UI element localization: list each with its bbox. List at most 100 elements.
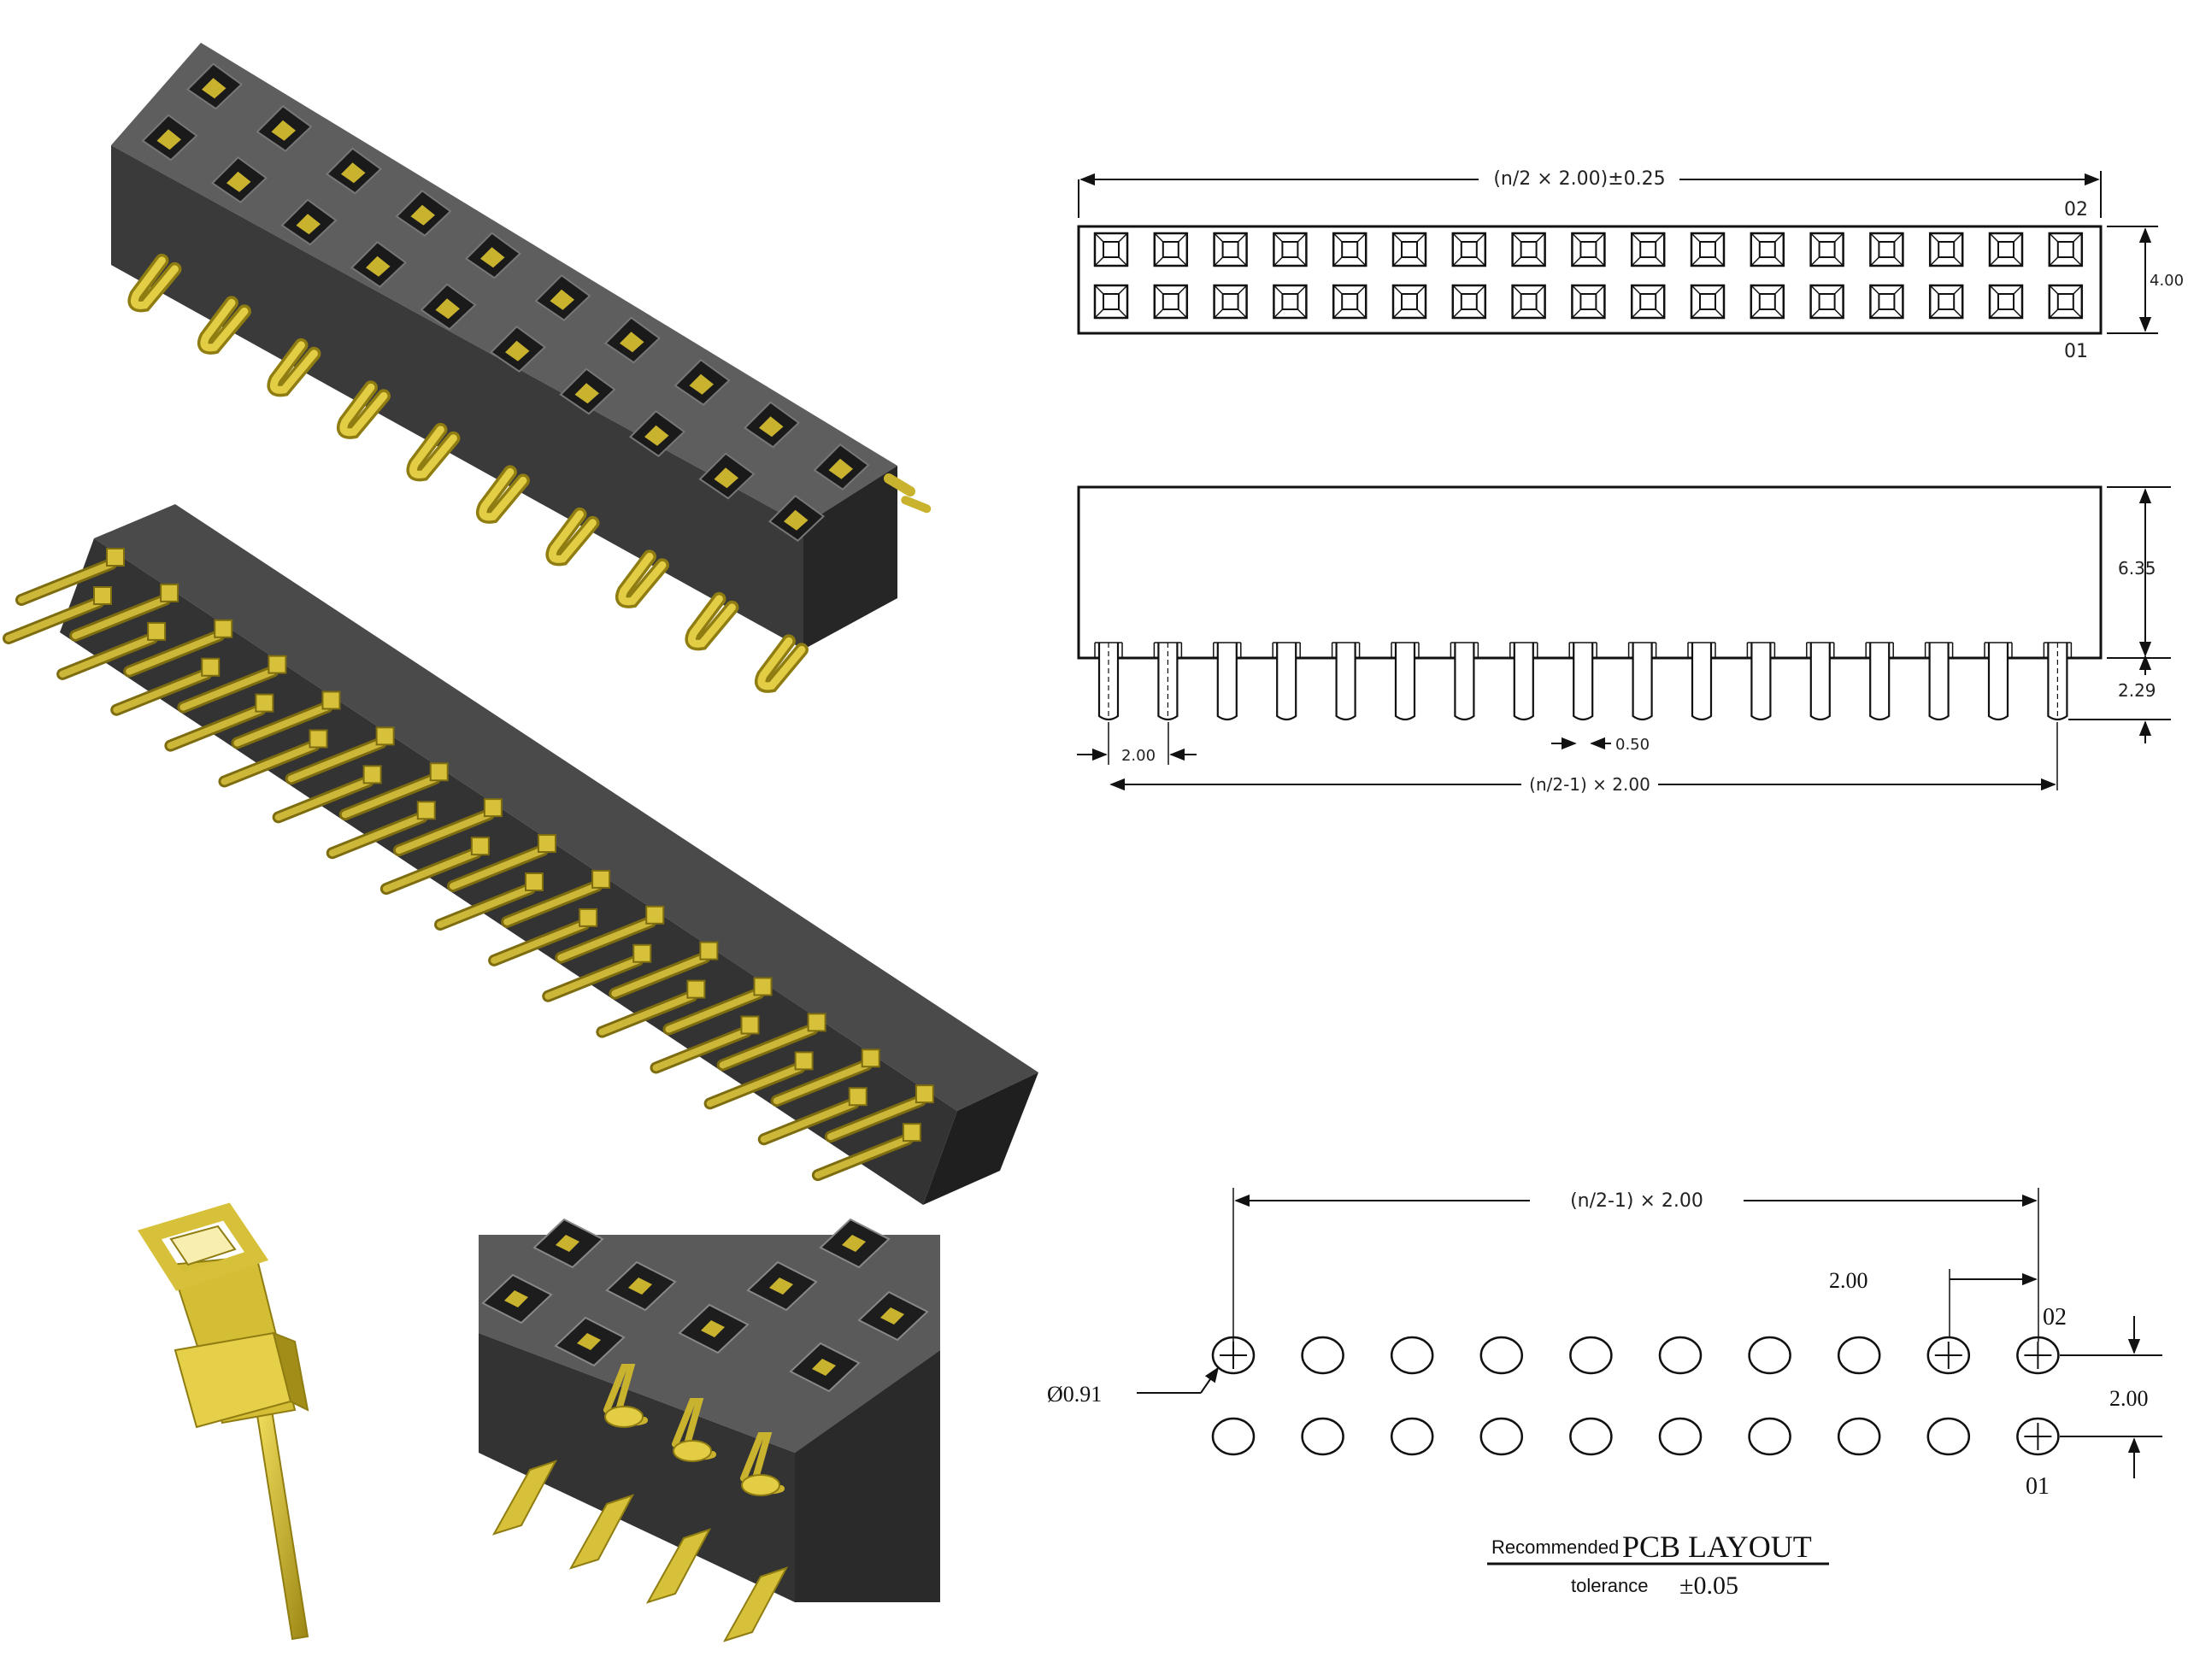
smt-pin-back	[901, 496, 932, 514]
pcb-hole	[1837, 1336, 1881, 1375]
side-view-pins	[1094, 642, 2073, 721]
pcb-hole	[1926, 1336, 1971, 1375]
housing-top-face	[111, 43, 897, 526]
socket-square	[1093, 284, 1129, 320]
side-pin	[1627, 642, 1657, 721]
socket-square	[1571, 284, 1606, 320]
side-pin	[1331, 642, 1361, 721]
pcb-hole	[1390, 1417, 1434, 1456]
ra-pin	[716, 1013, 826, 1072]
pcb-title-small: Recommended	[1491, 1536, 1619, 1558]
socket-opening	[210, 156, 268, 204]
closeup-socket	[789, 1342, 861, 1393]
ra-pin	[123, 619, 233, 678]
socket-square	[1571, 232, 1606, 267]
pcb-hole	[1479, 1417, 1524, 1456]
pcb-hole	[1569, 1336, 1613, 1375]
pcb-title-big: PCB LAYOUT	[1622, 1530, 1812, 1564]
pcb-hole	[1748, 1336, 1791, 1375]
pcb-hole	[1926, 1417, 1971, 1456]
top-view-socket-array	[1093, 232, 2084, 320]
socket-opening	[813, 443, 870, 491]
ra-pin	[110, 657, 221, 716]
socket-square	[1391, 284, 1427, 320]
socket-square	[1153, 232, 1189, 267]
socket-square	[1511, 284, 1546, 320]
housing-end-face	[803, 466, 897, 649]
ra-pin	[770, 1049, 880, 1107]
socket-opening	[395, 189, 452, 238]
ra-pin	[596, 979, 706, 1038]
render-right-angle-header	[3, 504, 1038, 1205]
socket-square	[1153, 284, 1189, 320]
top-view-outline	[1077, 225, 2103, 335]
ra-pin	[338, 762, 449, 821]
side-pin	[1568, 642, 1597, 721]
side-pin-width-dim: 0.50	[1615, 736, 1650, 754]
closeup-housing-front	[479, 1333, 795, 1602]
socket-opening	[185, 62, 244, 110]
closeup-housing-front-right	[795, 1350, 940, 1602]
side-pin	[2043, 642, 2073, 721]
housing-socket-grid	[141, 62, 870, 543]
ra-pin	[757, 1087, 868, 1146]
side-pin	[1984, 642, 2013, 721]
closeup-pin	[568, 1494, 635, 1570]
socket-square	[1391, 232, 1427, 267]
side-span-dim: (n/2-1) × 2.00	[1529, 774, 1650, 795]
pcb-hole	[1301, 1417, 1344, 1456]
ra-pin	[69, 583, 179, 642]
ra-pin	[501, 869, 611, 928]
ra-pin	[824, 1084, 934, 1143]
socket-square	[1332, 232, 1368, 267]
ra-pin	[434, 872, 544, 931]
closeup-pin	[645, 1528, 712, 1604]
ra-pin	[488, 908, 598, 966]
ra-pin	[379, 837, 490, 896]
smt-pin	[754, 634, 809, 693]
pcb-hole	[1479, 1336, 1524, 1375]
pcb-hole	[1658, 1417, 1703, 1456]
ra-pin	[650, 1015, 760, 1074]
top-pin-label-02: 02	[2064, 199, 2088, 220]
pcb-hole	[1837, 1417, 1881, 1456]
socket-opening	[489, 325, 547, 373]
ra-housing-top	[94, 504, 1038, 1111]
ra-pin	[56, 621, 167, 680]
ra-pin	[272, 765, 382, 824]
contact-top-inner	[169, 1225, 237, 1266]
smt-pin	[267, 338, 321, 397]
closeup-socket	[481, 1273, 553, 1325]
socket-square	[1213, 284, 1248, 320]
smt-pin	[475, 465, 530, 524]
socket-opening	[256, 104, 313, 153]
socket-square	[1451, 232, 1487, 267]
socket-square	[1630, 232, 1666, 267]
ra-pin	[811, 1123, 921, 1182]
socket-square	[2048, 232, 2084, 267]
socket-opening	[628, 409, 686, 458]
ra-housing-end	[923, 1072, 1038, 1205]
ra-pin	[164, 693, 274, 752]
socket-square	[1093, 232, 1129, 267]
ra-pin	[218, 729, 328, 788]
side-pin	[1391, 642, 1420, 721]
side-view-drawing: 6.35 2.29 2.00 0.50 (n/2-1) × 2.00	[1077, 485, 2171, 795]
pcb-row-pitch-dim: 2.00	[2109, 1386, 2149, 1411]
top-view-drawing: (n/2 × 2.00)±0.25 02 01 4.00	[1077, 168, 2184, 362]
smt-pin-end	[884, 473, 915, 496]
render-single-contact	[138, 1202, 309, 1641]
pcb-hole-array	[1211, 1336, 2060, 1456]
closeup-socket	[857, 1290, 929, 1342]
socket-square	[1332, 284, 1368, 320]
smt-pin	[685, 591, 739, 651]
side-pin	[1806, 642, 1835, 721]
socket-square	[1273, 232, 1308, 267]
socket-opening	[743, 401, 801, 449]
closeup-socket-grid	[481, 1218, 929, 1393]
ra-pin	[542, 943, 652, 1002]
socket-square	[1988, 232, 2024, 267]
side-pin	[1509, 642, 1538, 721]
pcb-tolerance-value: ±0.05	[1679, 1571, 1738, 1600]
